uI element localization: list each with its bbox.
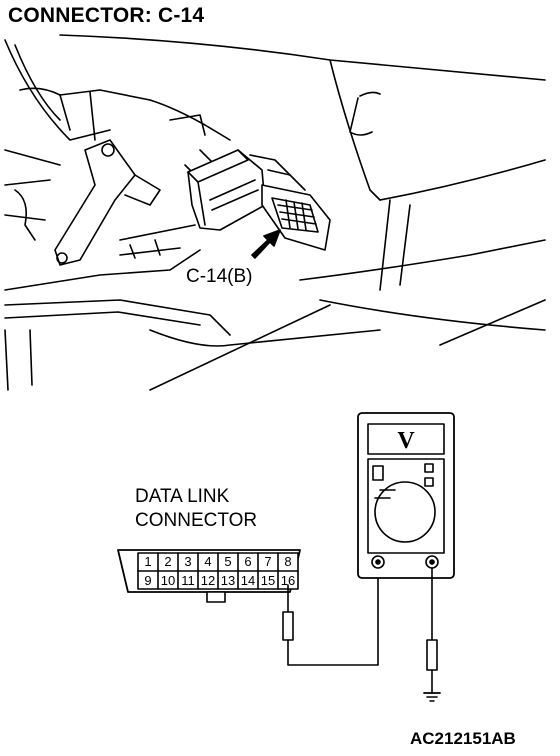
dlc-pin-2: 2 (164, 554, 171, 569)
dlc-pin-12: 12 (201, 573, 215, 588)
dlc-pin-10: 10 (161, 573, 175, 588)
dlc-pin-16: 16 (281, 573, 295, 588)
probe-lead-positive (282, 561, 379, 666)
dlc-pin-11: 11 (181, 573, 195, 588)
data-link-connector (117, 549, 301, 603)
dlc-pin-8: 8 (284, 554, 291, 569)
dlc-pin-3: 3 (184, 554, 191, 569)
dlc-label-line1: DATA LINK (135, 486, 230, 507)
dlc-pin-9: 9 (144, 573, 151, 588)
multimeter (357, 412, 455, 579)
meter-mode-symbol: V (397, 428, 415, 454)
dlc-pin-14: 14 (241, 573, 255, 588)
pointer-arrow (251, 229, 281, 259)
dlc-pin-row-bottom: 9 10 11 12 13 14 15 16 (144, 573, 295, 588)
dlc-pin-6: 6 (244, 554, 251, 569)
connector-callout-label: C-14(B) (186, 266, 253, 287)
connector-c14-illustration (187, 149, 331, 251)
ground-icon (423, 692, 441, 702)
reference-code: AC212151AB (410, 729, 516, 748)
probe-lead-ground (426, 567, 438, 693)
diagram-title: CONNECTOR: C-14 (8, 4, 205, 27)
dashboard-panel-illustration (4, 34, 546, 391)
dlc-pin-5: 5 (224, 554, 231, 569)
dlc-pin-7: 7 (264, 554, 271, 569)
dlc-pin-1: 1 (144, 554, 151, 569)
dlc-pin-15: 15 (261, 573, 275, 588)
dlc-label-line2: CONNECTOR (135, 510, 258, 531)
dlc-pin-4: 4 (204, 554, 211, 569)
dlc-pin-13: 13 (221, 573, 235, 588)
